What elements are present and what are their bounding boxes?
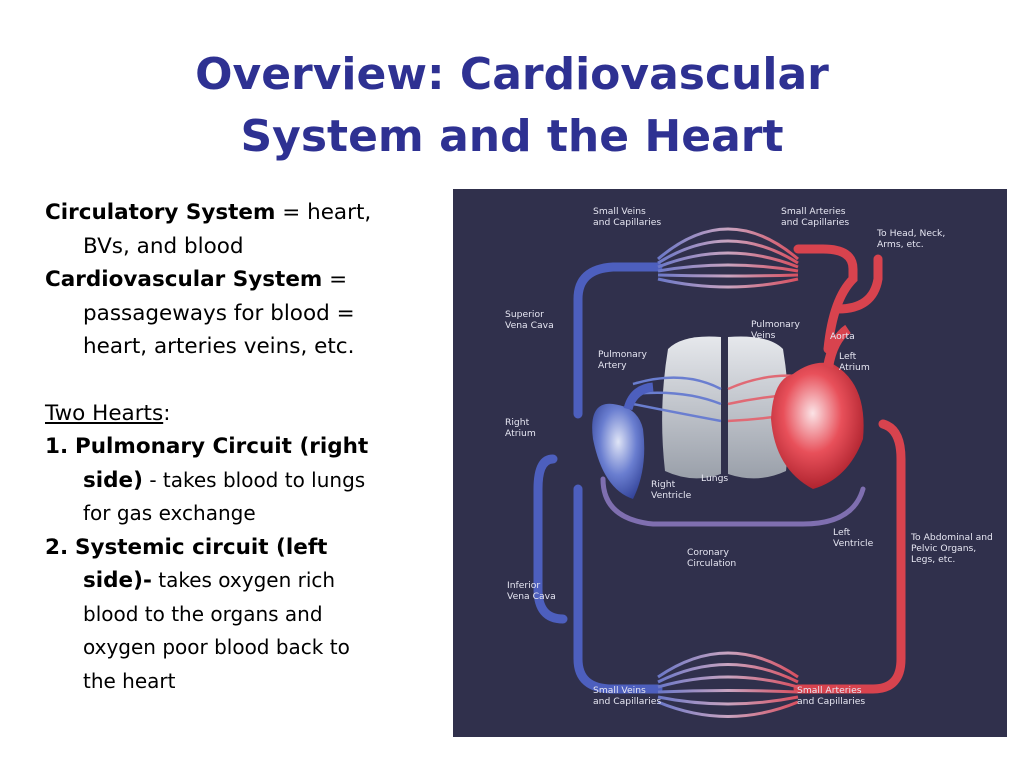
left-lung [662, 336, 721, 479]
spacer [45, 364, 445, 397]
two-hearts-colon: : [163, 400, 171, 426]
cardio-def-part1: = [322, 267, 348, 292]
circulatory-term: Circulatory System [45, 200, 276, 225]
item1-bold-a: Pulmonary Circuit (right [74, 434, 369, 459]
artery-top-right [793, 244, 858, 354]
systemic-vessels [533, 244, 906, 694]
cardio-def-part2: passageways for blood = [83, 300, 355, 326]
item2-rest-a: takes oxygen rich [151, 568, 336, 592]
item1-number: 1. [45, 434, 69, 459]
capillary-bed-top [657, 227, 799, 289]
label-to-head: To Head, Neck,Arms, etc. [876, 228, 945, 250]
left-heart-red [771, 362, 864, 489]
list-item-pulmonary: 1. Pulmonary Circuit (right side) - takes… [45, 430, 445, 531]
vein-bottom-left [573, 484, 663, 694]
slide-title: Overview: Cardiovascular System and the … [0, 44, 1024, 168]
circulatory-definition: Circulatory System = heart, BVs, and bloo… [45, 196, 445, 263]
right-heart-blue [592, 403, 645, 499]
two-hearts-heading: Two Hearts: [45, 397, 445, 431]
item2-bold-b: side)- [83, 568, 152, 593]
pulmonary-artery [623, 382, 654, 411]
item2-rest-d: the heart [83, 668, 176, 693]
right-lung [728, 336, 789, 479]
item2-rest-b: blood to the organs and [83, 601, 323, 626]
cardio-def-part3: heart, arteries veins, etc. [83, 334, 355, 359]
lungs [632, 336, 819, 479]
circulatory-def-part2: BVs, and blood [83, 233, 244, 259]
label-aorta: Aorta [830, 331, 855, 342]
vein-outer-left [533, 454, 568, 624]
artery-outer-right [793, 419, 906, 694]
artery-head [833, 254, 883, 314]
item1-rest-b: for gas exchange [83, 501, 256, 525]
coronary-loop [600, 476, 866, 527]
item2-number: 2. [45, 534, 69, 560]
vein-top-left [573, 262, 663, 419]
slide-body: Circulatory System = heart, BVs, and bloo… [45, 196, 445, 698]
title-line-2: System and the Heart [240, 111, 784, 162]
item1-rest-a: - takes blood to lungs [142, 467, 366, 492]
circulatory-def-part1: = heart, [275, 200, 372, 225]
list-item-systemic: 2. Systemic circuit (left side)- takes ox… [45, 531, 445, 699]
item2-rest-c: oxygen poor blood back to [83, 635, 350, 659]
two-hearts-label: Two Hearts [45, 400, 164, 426]
item2-bold-a: Systemic circuit (left [74, 534, 328, 560]
aorta [823, 324, 852, 368]
cardiovascular-definition: Cardiovascular System = passageways for b… [45, 263, 445, 364]
capillary-bed-bottom [657, 651, 799, 718]
cardiovascular-term: Cardiovascular System [45, 267, 323, 292]
label-lungs: Lungs [701, 473, 728, 484]
item1-bold-b: side) [83, 467, 143, 493]
title-line-1: Overview: Cardiovascular [195, 49, 829, 100]
